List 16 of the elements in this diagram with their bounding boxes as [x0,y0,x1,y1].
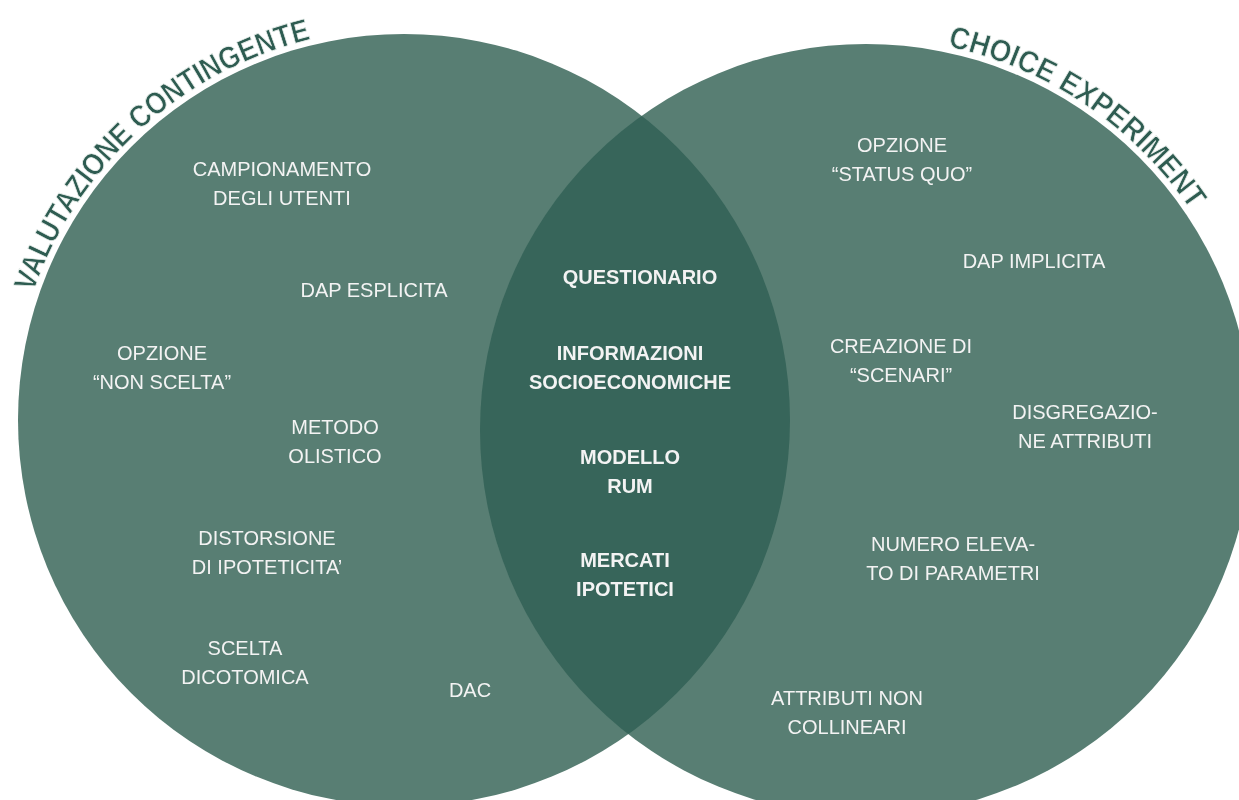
shared-feature-text: MODELLO RUM [580,445,680,499]
shared-feature-text: MERCATI IPOTETICI [576,548,674,602]
feature-text: NUMERO ELEVA- TO DI PARAMETRI [866,532,1040,586]
feature-text: DISTORSIONE DI IPOTETICITA’ [191,526,343,580]
feature-text: CREAZIONE DI “SCENARI” [829,334,973,388]
feature-text: DAP ESPLICITA [300,277,448,303]
shared-feature-text: QUESTIONARIO [562,264,718,290]
shared-feature-text: INFORMAZIONI SOCIOECONOMICHE [528,341,732,395]
feature-text: OPZIONE “STATUS QUO” [831,133,973,187]
feature-text: ATTRIBUTI NON COLLINEARI [771,686,923,740]
feature-text: DAP IMPLICITA [962,248,1106,274]
feature-text: DISGREGAZIO- NE ATTRIBUTI [1012,400,1158,454]
feature-text: DAC [448,677,492,703]
feature-text: SCELTA DICOTOMICA [181,636,309,690]
feature-text: METODO OLISTICO [288,415,382,469]
feature-text: OPZIONE “NON SCELTA” [92,341,232,395]
